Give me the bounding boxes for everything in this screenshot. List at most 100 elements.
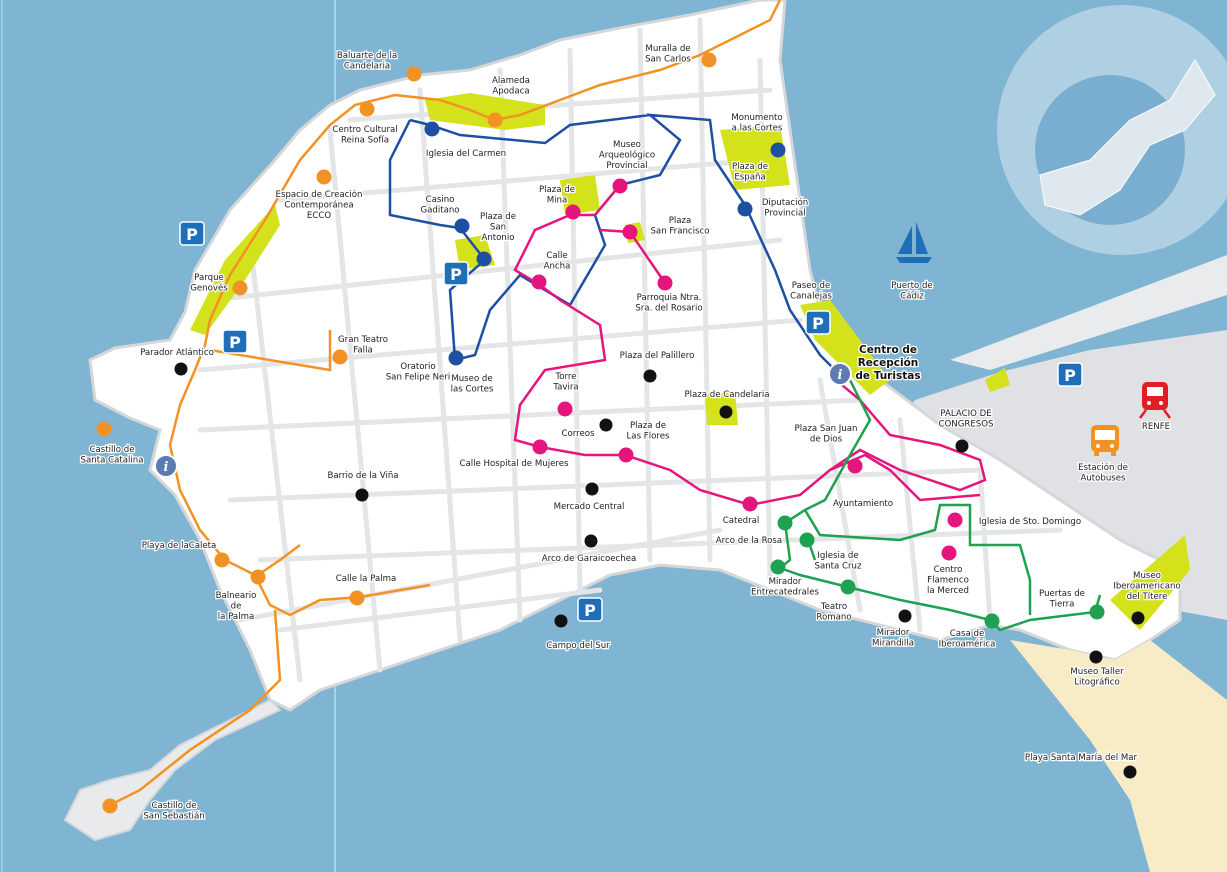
parking-icon: P — [222, 329, 248, 354]
label-line: Castillo de — [89, 445, 134, 455]
label-line: Baluarte de la — [337, 51, 397, 61]
label-line: España — [734, 173, 765, 183]
label-mercado: Mercado Central — [554, 502, 625, 512]
label-campo-sur: Campo del Sur — [546, 641, 610, 651]
label-line: Mina — [547, 196, 568, 206]
label-line: Canalejas — [790, 292, 832, 302]
label-line: Arco de la Rosa — [716, 536, 782, 546]
label-line: CONGRESOS — [939, 420, 994, 430]
label-line: Diputación — [762, 197, 808, 208]
label-calle-palma: Calle la Palma — [336, 574, 397, 584]
label-line: Arco de Garaicoechea — [542, 554, 637, 564]
label-line: Provincial — [764, 209, 805, 219]
port-lens-land — [1039, 59, 1216, 216]
label-line: Alameda — [492, 76, 530, 86]
label-line: Plaza de — [539, 185, 575, 195]
label-line: Parroquia Ntra. — [637, 293, 702, 303]
svg-text:P: P — [584, 601, 596, 620]
label-line: Parque — [194, 273, 224, 283]
beach — [1010, 640, 1227, 872]
label-calle-hospital: Calle Hospital de Mujeres — [460, 459, 569, 469]
label-line: Apodaca — [492, 87, 529, 97]
label-line: Parador Atlántico — [140, 348, 214, 358]
parking-icon: P — [577, 597, 603, 622]
label-line: Playa de laCaleta — [142, 541, 217, 551]
label-line: Museo Taller — [1070, 667, 1124, 677]
label-line: Mirandilla — [872, 639, 914, 649]
label-line: Genovés — [190, 283, 228, 294]
label-line: Provincial — [606, 161, 647, 171]
label-line: Monumento — [731, 113, 782, 123]
label-line: Correos — [561, 429, 595, 439]
svg-text:P: P — [812, 314, 824, 333]
label-line: Plaza del Palillero — [620, 351, 695, 361]
label-line: Campo del Sur — [546, 641, 610, 651]
label-playa-caleta: Playa de laCaleta — [142, 541, 217, 551]
label-line: Barrio de la Viña — [327, 471, 398, 481]
label-line: Torre — [554, 372, 576, 382]
label-line: Centro — [934, 565, 963, 575]
label-line: Tavira — [552, 383, 578, 393]
svg-text:i: i — [838, 368, 843, 383]
label-line: Iberoamérica — [939, 639, 996, 650]
label-line: de Dios — [810, 435, 843, 445]
label-barrio-vina: Barrio de la Viña — [327, 471, 398, 481]
label-line: San Francisco — [650, 227, 709, 237]
label-line: Espacio de Creación — [276, 189, 363, 200]
label-line: San Sebastián — [143, 812, 204, 822]
bus-icon — [1091, 425, 1119, 456]
label-parroquia: Parroquia Ntra.Sra. del Rosario — [635, 293, 702, 314]
label-line: Gaditano — [420, 206, 459, 216]
label-line: PALACIO DE — [940, 409, 991, 419]
label-line: Muralla de — [645, 44, 690, 54]
label-line: Sra. del Rosario — [635, 304, 702, 314]
label-line: Plaza de Candelaria — [684, 390, 769, 400]
label-line: Museo — [613, 140, 641, 150]
city-land — [88, 0, 1182, 712]
label-line: Iglesia de Sto. Domingo — [979, 517, 1081, 527]
parking-icon: P — [179, 221, 205, 246]
route-orange — [109, 0, 782, 807]
label-line: a las Cortes — [732, 124, 783, 134]
label-line: Mirador — [877, 628, 910, 638]
label-line: Mercado Central — [554, 502, 625, 512]
label-line: Contemporánea — [284, 201, 353, 211]
label-line: Calle — [546, 251, 567, 261]
label-line: Las Flores — [627, 432, 670, 442]
label-arco-rosa: Arco de la Rosa — [716, 536, 782, 546]
train-icon — [1139, 382, 1171, 419]
label-plaza-candelaria: Plaza de Candelaria — [684, 390, 769, 400]
parking-icon: P — [805, 310, 831, 335]
svg-text:P: P — [229, 333, 241, 352]
label-playa-santa-maria: Playa Santa María del Mar — [1025, 753, 1138, 763]
label-line: Ayuntamiento — [833, 499, 893, 509]
label-line: Iglesia de — [817, 551, 858, 561]
label-line: del Títere — [1127, 592, 1168, 602]
label-line: Gran Teatro — [338, 335, 388, 345]
label-line: de — [231, 602, 242, 612]
label-line: Antonio — [481, 233, 514, 243]
poi-pink — [531, 178, 963, 561]
label-line: las Cortes — [451, 385, 494, 395]
label-line: Balneario — [216, 591, 257, 601]
label-line: Museo — [1133, 571, 1161, 581]
